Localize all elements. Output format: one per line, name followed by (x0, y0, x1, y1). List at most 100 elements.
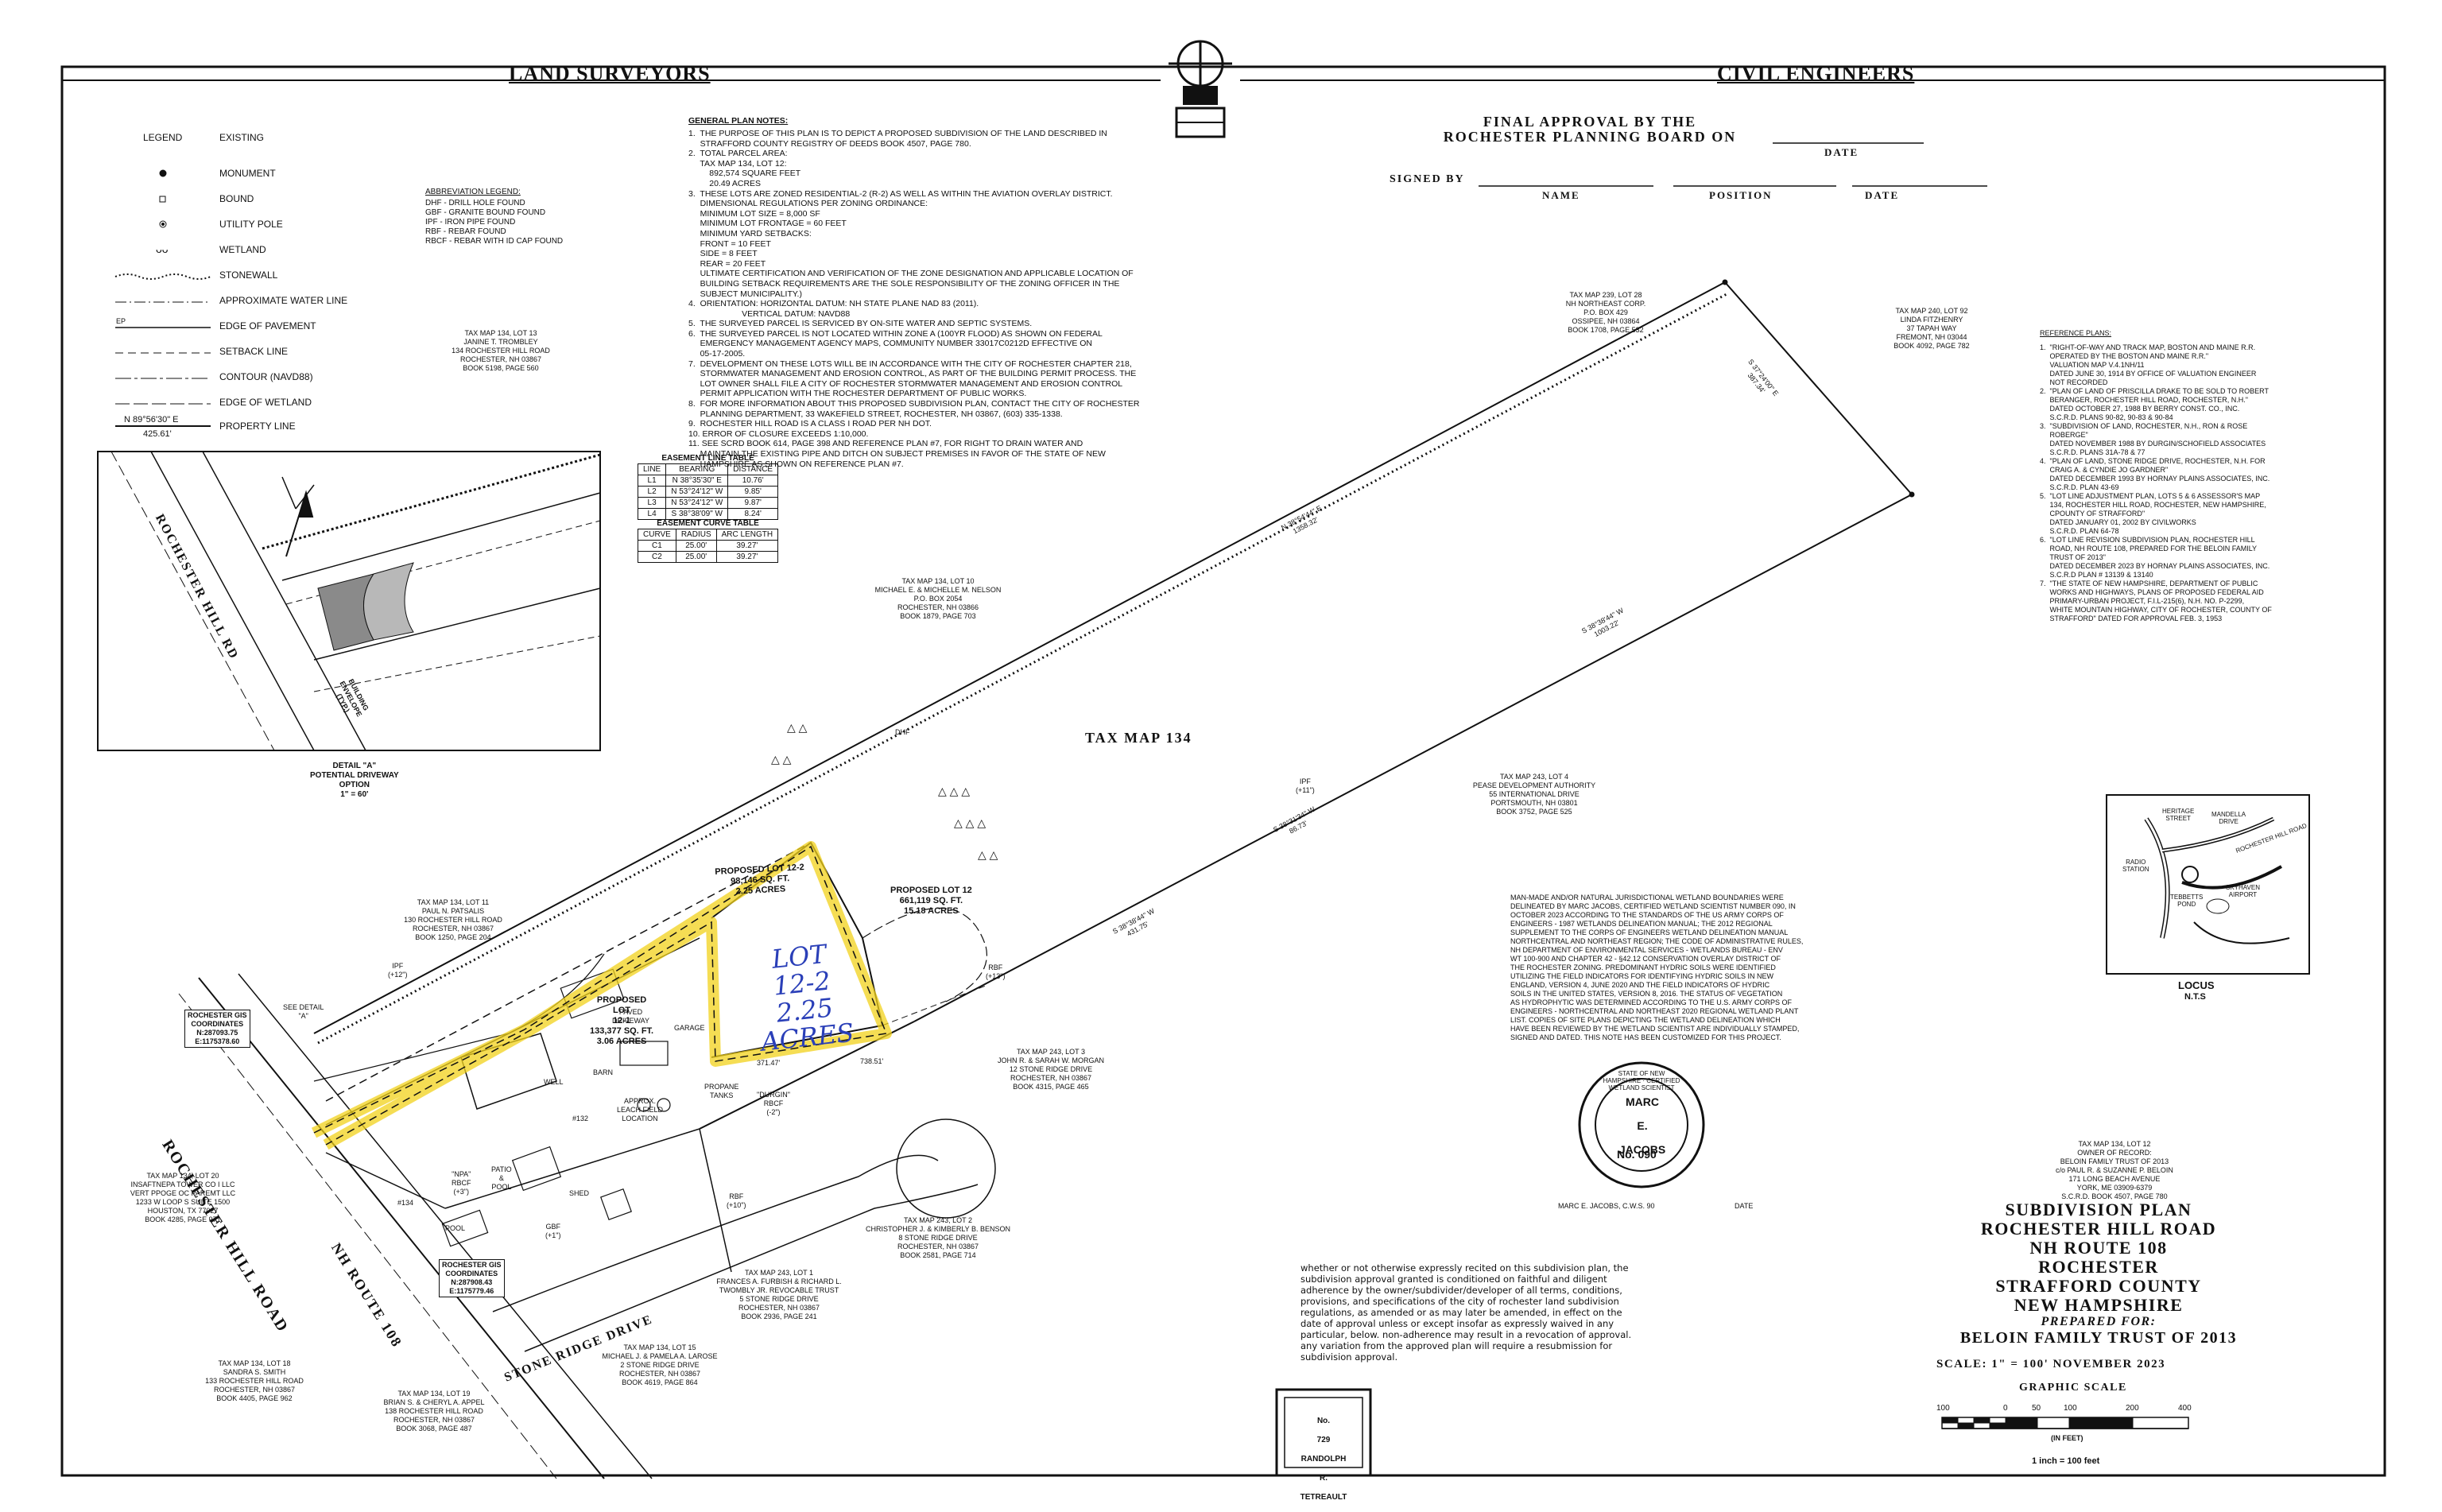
detail-a-caption: DETAIL "A" POTENTIAL DRIVEWAY OPTION 1" … (310, 762, 399, 799)
proposed-lot-12-1-label: PROPOSED LOT 12-1 133,377 SQ. FT. 3.06 A… (590, 995, 654, 1046)
abutter-map243-lot4: TAX MAP 243, LOT 4 PEASE DEVELOPMENT AUT… (1472, 773, 1596, 816)
abutter-map134-lot10: TAX MAP 134, LOT 10 MICHAEL E. & MICHELL… (874, 577, 1002, 620)
north-arrow-icon (285, 490, 314, 557)
abutter-map240-lot92: TAX MAP 240, LOT 92 LINDA FITZHENRY 37 T… (1894, 307, 1970, 350)
table-header: BEARING (665, 463, 729, 475)
bound-symbol (159, 196, 166, 203)
svg-text:△ △: △ △ (771, 753, 792, 766)
locus-scale: N.T.S (2184, 992, 2206, 1002)
table-header: ARC LENGTH (715, 529, 779, 541)
easement-line-table-title: EASEMENT LINE TABLE (661, 454, 754, 463)
detail-a-box (97, 451, 601, 751)
scale-tick-50: 50 (2032, 1404, 2041, 1413)
locus-label: LOCUS (2178, 979, 2215, 991)
tree-symbols: △ △ △ △ △ △ △ △ △ △ △ △ (771, 721, 998, 861)
leach-field-label: APPROX. LEACH FIELD LOCATION (617, 1097, 664, 1122)
abbreviation-list: DHF - DRILL HOLE FOUND GBF - GRANITE BOU… (425, 199, 564, 246)
table-header: LINE (637, 463, 667, 475)
legend-contour: CONTOUR (NAVD88) (219, 371, 313, 382)
patio-pool-label: PATIO & POOL (491, 1165, 512, 1191)
abutter-map134-lot20: TAX MAP 134, LOT 20 INSAFTNEPA TOWER CO … (130, 1172, 236, 1223)
svg-text:△ △: △ △ (978, 848, 998, 861)
locus-heritage-street: HERITAGE STREET (2162, 808, 2195, 822)
legend-water-line: APPROXIMATE WATER LINE (219, 295, 348, 306)
distance-738: 738.51' (860, 1057, 884, 1065)
seal-number: No. 090 (1617, 1148, 1657, 1161)
legend-edge-of-pavement: EDGE OF PAVEMENT (219, 320, 316, 331)
general-notes-title: GENERAL PLAN NOTES: (688, 116, 789, 126)
lot-12-2-highlight (311, 841, 892, 1150)
abutter-map134-lot19: TAX MAP 134, LOT 19 BRIAN S. & CHERYL A.… (383, 1390, 485, 1433)
legend-property-bearing: N 89°56'30" E (124, 415, 179, 425)
title-block: SUBDIVISION PLAN ROCHESTER HILL ROAD NH … (1892, 1200, 2305, 1347)
legend-existing-header: EXISTING (219, 132, 265, 143)
well-label: WELL (544, 1078, 564, 1086)
legend-monument: MONUMENT (219, 168, 276, 179)
svg-text:△ △ △: △ △ △ (954, 816, 986, 829)
approval-title-line-1: FINAL APPROVAL BY THE (1483, 114, 1697, 130)
gis-coordinates-b: ROCHESTER GIS COORDINATES N:287908.43 E:… (439, 1259, 505, 1297)
owner-of-record: TAX MAP 134, LOT 12 OWNER OF RECORD: BEL… (2056, 1140, 2173, 1200)
legend-header: LEGEND (143, 132, 183, 143)
seal-name: MARC E. JACOBS (1618, 1095, 1666, 1156)
locus-map (2106, 794, 2310, 975)
abutter-map243-lot2: TAX MAP 243, LOT 2 CHRISTOPHER J. & KIMB… (865, 1216, 1011, 1259)
abutter-map239-lot28: TAX MAP 239, LOT 28 NH NORTHEAST CORP. P… (1565, 291, 1646, 334)
propane-tanks-label: PROPANE TANKS (704, 1083, 739, 1099)
abutter-map134-lot15: TAX MAP 134, LOT 15 MICHAEL J. & PAMELA … (602, 1343, 718, 1386)
easement-line-table: EASEMENT LINE TABLE LINE BEARING DISTANC… (637, 453, 779, 520)
title-line-4: ROCHESTER (2038, 1257, 2159, 1277)
proposed-lot-12-label: PROPOSED LOT 12 661,119 SQ. FT. 15.18 AC… (890, 886, 972, 916)
svg-text:△ △ △: △ △ △ (938, 785, 970, 797)
client-name: BELOIN FAMILY TRUST OF 2013 (1959, 1329, 2238, 1347)
legend-wetland-edge: EDGE OF WETLAND (219, 397, 312, 408)
paved-driveway-label: PAVED DRIVEWAY (612, 1008, 650, 1025)
legend-wetland: WETLAND (219, 244, 266, 255)
surveyor-seal (1275, 1388, 1372, 1477)
tax-map-134-label: TAX MAP 134 (1085, 730, 1192, 746)
legend-setback: SETBACK LINE (219, 346, 289, 357)
locus-skyhaven-airport: SKYHAVEN AIRPORT (2226, 884, 2260, 898)
civil-engineers-title: CIVIL ENGINEERS (1717, 62, 1915, 85)
rbf-label-1: RBF (+13") (986, 963, 1006, 980)
surveyor-seal-text: No. 729 RANDOLPH R. TETREAULT (1300, 1417, 1347, 1502)
locus-tebbetts-pond: TEBBETTS POND (2170, 894, 2204, 908)
proposed-lot-12-2-label: PROPOSED LOT 12-2 98,146 SQ. FT. 2.25 AC… (715, 863, 805, 897)
easement-curve-table: EASEMENT CURVE TABLE CURVE RADIUS ARC LE… (638, 518, 779, 563)
legend-ep-tag: EP (116, 317, 126, 325)
stonewall-symbol (114, 273, 211, 280)
abutter-map134-lot18: TAX MAP 134, LOT 18 SANDRA S. SMITH 133 … (205, 1359, 304, 1402)
title-line-6: NEW HAMPSHIRE (2014, 1295, 2184, 1315)
scale-tick-400: 400 (2178, 1404, 2192, 1413)
title-line-3: NH ROUTE 108 (2029, 1238, 2168, 1258)
scale-tick-100: 100 (2064, 1404, 2077, 1413)
scale-tick-100-neg: 100 (1936, 1404, 1950, 1413)
house-number-132: #132 (572, 1115, 589, 1122)
approval-title-line-2: ROCHESTER PLANNING BOARD ON (1443, 129, 1737, 145)
wetland-scientist-seal (1578, 1061, 1705, 1188)
npa-rbcf-label: "NPA" RBCF (+3") (452, 1170, 471, 1196)
wetland-delineation-note: MAN-MADE AND/OR NATURAL JURISDICTIONAL W… (1510, 894, 1804, 1041)
see-detail-label: SEE DETAIL "A" (283, 1003, 324, 1020)
svg-text:△ △: △ △ (787, 721, 808, 734)
gbf-label: GBF (+1") (545, 1223, 561, 1239)
graphic-scale-bar (1941, 1417, 2189, 1429)
date-label-2: DATE (1865, 189, 1900, 201)
table-header: RADIUS (675, 529, 717, 541)
name-label: NAME (1542, 189, 1580, 201)
wetland-symbol: ᴗᴗ (156, 242, 169, 255)
scale-ratio: 1 inch = 100 feet (2032, 1456, 2100, 1466)
rbf-label-2: RBF (+10") (727, 1192, 746, 1209)
reference-plans-body: 1. "RIGHT-OF-WAY AND TRACK MAP, BOSTON A… (2040, 343, 2272, 622)
title-line-2: ROCHESTER HILL ROAD (1980, 1219, 2217, 1239)
graphic-scale-label: GRAPHIC SCALE (2019, 1382, 2127, 1394)
legend-utility-pole: UTILITY POLE (219, 219, 283, 230)
barn-label: BARN (593, 1068, 614, 1076)
durgin-rbcf-label: "DURGIN" RBCF (-2") (757, 1091, 790, 1116)
legend-bound: BOUND (219, 193, 254, 204)
legend-property-distance: 425.61' (143, 429, 172, 439)
